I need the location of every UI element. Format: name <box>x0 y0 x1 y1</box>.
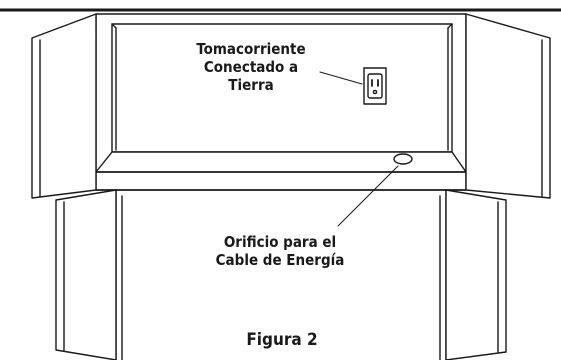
wall-outlet <box>363 67 387 105</box>
hole-leader-line <box>337 165 399 227</box>
outlet-inner <box>367 73 383 99</box>
outlet-label-line-1: Tomacorriente <box>196 40 306 58</box>
cord-hole <box>393 153 413 165</box>
cord-hole-label-line-1: Orificio para el <box>223 233 337 251</box>
outlet-ground <box>372 89 378 95</box>
cord-hole-label-line-2: Cable de Energía <box>215 251 345 269</box>
cord-hole-label: Orificio para el Cable de Energía <box>190 233 370 269</box>
outlet-label-line-2: Conectado a <box>203 58 299 76</box>
outlet-label-line-3: Tierra <box>228 76 274 94</box>
left-door-upper <box>31 13 97 199</box>
outlet-leader-line <box>319 71 363 85</box>
right-door-lower <box>445 189 507 360</box>
right-inner-edge <box>447 23 453 29</box>
right-door-upper <box>465 13 551 199</box>
left-door-lower <box>55 189 117 360</box>
left-inner-edge <box>111 23 117 29</box>
figure-caption: Figura 2 <box>246 330 318 350</box>
outlet-label: Tomacorriente Conectado a Tierra <box>166 40 336 94</box>
